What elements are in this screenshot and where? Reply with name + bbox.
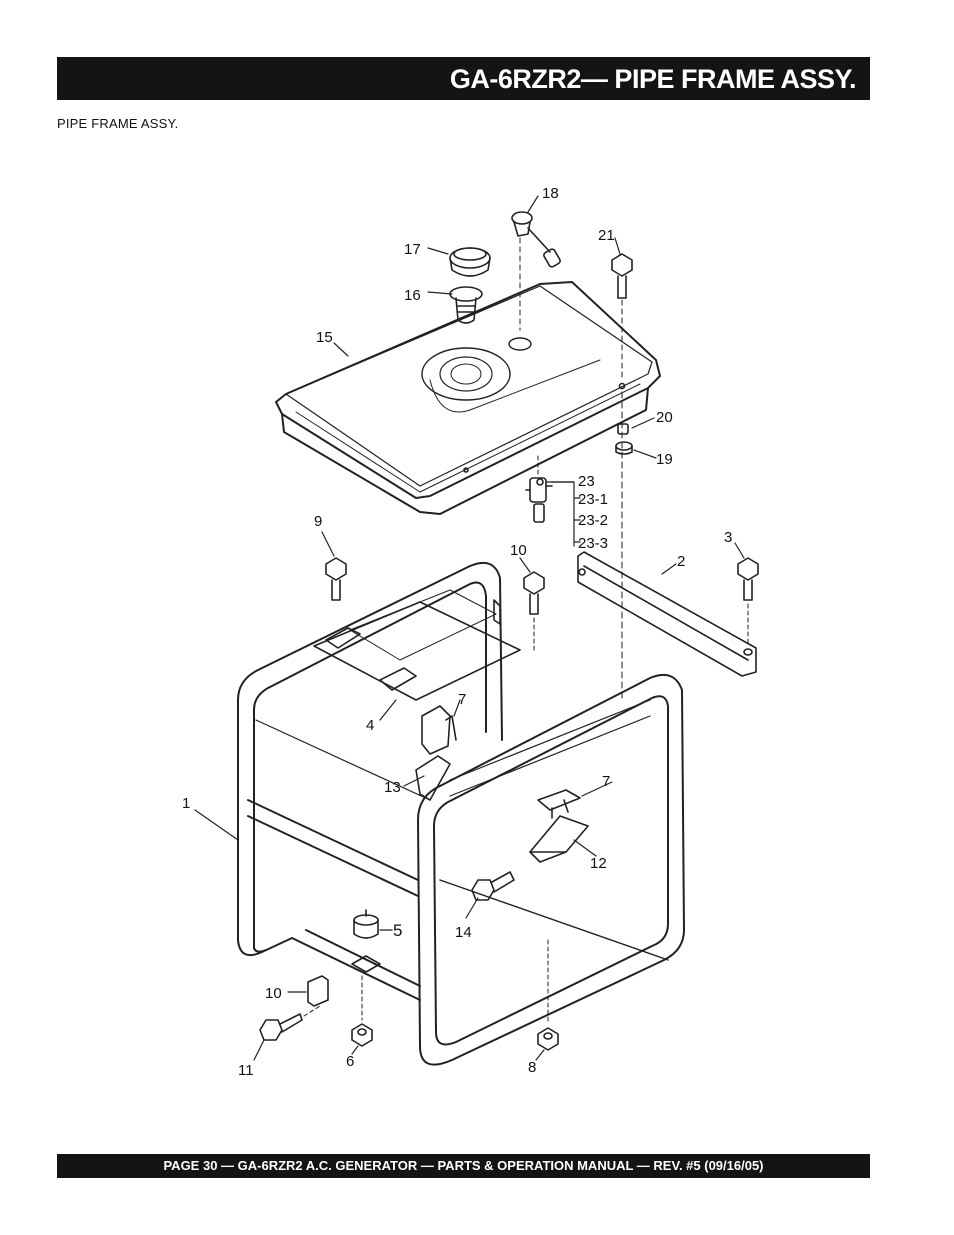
- fuel-tank-illustration: [275, 281, 661, 515]
- rubber-mount-illustration: [351, 909, 381, 973]
- callout-16: 15: [316, 329, 333, 346]
- callout-9: 9: [314, 513, 322, 530]
- leader-lines: [194, 195, 745, 1061]
- bracket-11-illustration: [307, 975, 329, 1007]
- callout-23-2: 23-2: [578, 512, 608, 529]
- pipe-frame-illustration: [237, 562, 685, 1066]
- mount-plate-illustration: [313, 589, 521, 701]
- footer-text: PAGE 30 — GA-6RZR2 A.C. GENERATOR — PART…: [163, 1158, 764, 1173]
- collar-grommet-illustration: [615, 423, 633, 455]
- bolt-9-illustration: [325, 557, 347, 601]
- bolt-22-illustration: [611, 253, 633, 701]
- callout-2: 2: [677, 553, 685, 570]
- callout-18: 17: [404, 241, 421, 258]
- callout-23-3: 23-3: [578, 535, 608, 552]
- callout-20: 19: [656, 451, 673, 468]
- callout-21: 20: [656, 409, 673, 426]
- callout-10: 10: [510, 542, 527, 559]
- callout-5: 5: [393, 921, 402, 940]
- callout-19: 18: [542, 185, 559, 202]
- page-footer: PAGE 30 — GA-6RZR2 A.C. GENERATOR — PART…: [57, 1154, 870, 1178]
- page-title: GA-6RZR2— PIPE FRAME ASSY.: [449, 64, 857, 94]
- fuel-cock-illustration: [525, 455, 553, 523]
- bolt-3-illustration: [737, 557, 759, 645]
- callout-14: 13: [384, 779, 401, 796]
- bracket-14-illustration: [415, 705, 457, 801]
- callout-12: 11: [238, 1062, 254, 1079]
- callout-8: 8: [528, 1059, 536, 1076]
- callout-17: 16: [404, 287, 421, 304]
- callout-11: 10: [265, 985, 282, 1002]
- bolt-10-illustration: [523, 571, 545, 651]
- bolt-15-illustration: [471, 871, 515, 901]
- callout-22: 21: [598, 227, 615, 244]
- nut-8-illustration: [537, 939, 559, 1051]
- nut-6-illustration: [351, 975, 373, 1047]
- callout-7b: 7: [602, 773, 610, 790]
- fuel-cap-illustration: [449, 247, 491, 277]
- callout-7a: 7: [458, 691, 466, 708]
- fuel-gauge-illustration: [511, 211, 561, 331]
- bracket-7-13-illustration: [529, 789, 589, 863]
- callout-1: 1: [182, 795, 190, 812]
- callout-3: 3: [724, 529, 732, 546]
- callout-23-1: 23-1: [578, 491, 608, 508]
- bolt-12-illustration: [259, 1005, 321, 1041]
- callout-4: 4: [366, 717, 374, 734]
- page-header: GA-6RZR2— PIPE FRAME ASSY.: [57, 57, 870, 100]
- callout-23: 23: [578, 473, 595, 490]
- callout-15: 14: [455, 924, 472, 941]
- callout-13: 12: [590, 855, 607, 872]
- section-subtitle: PIPE FRAME ASSY.: [57, 116, 179, 131]
- callout-6: 6: [346, 1053, 354, 1070]
- stay-bar-illustration: [577, 551, 757, 677]
